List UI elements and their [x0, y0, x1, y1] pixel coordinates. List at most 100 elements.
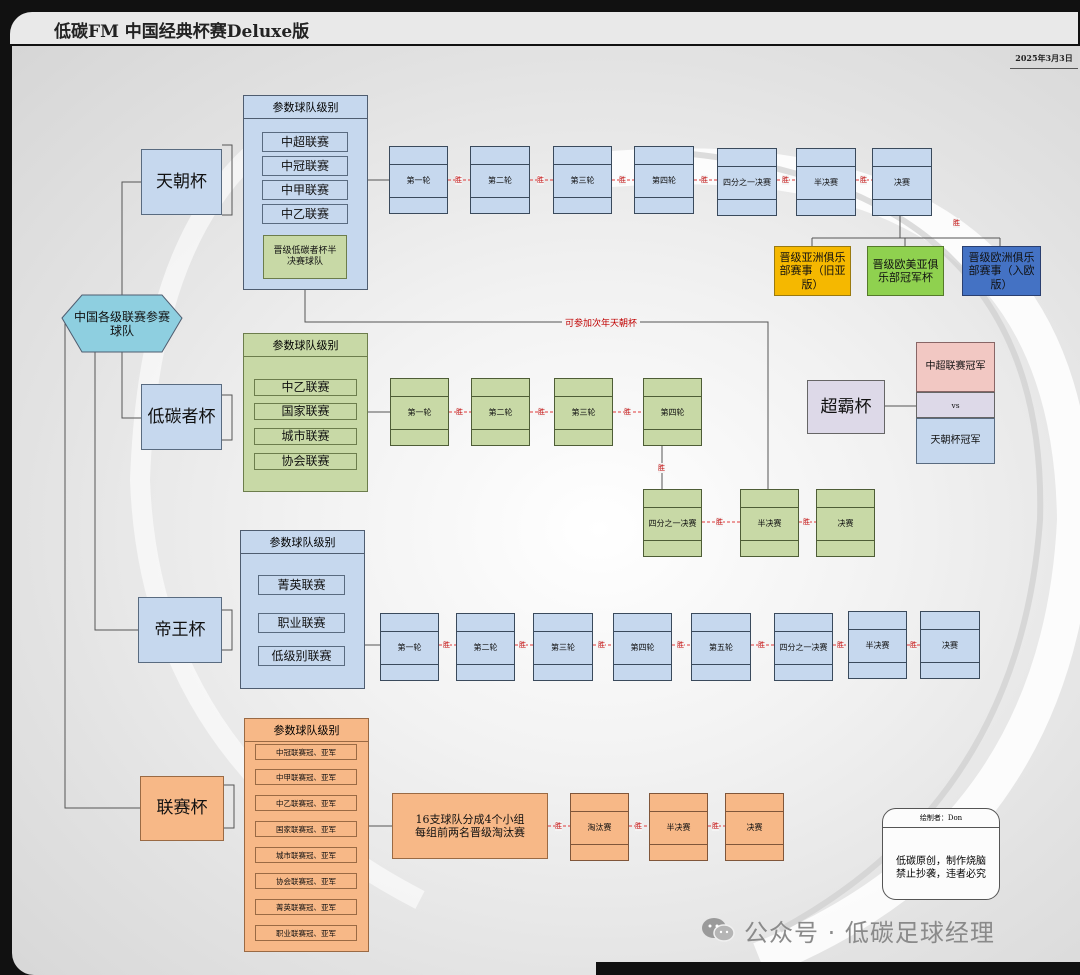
ditan-round-final[interactable]: 决赛: [816, 489, 875, 557]
signature-author: 绘制者：Don: [883, 809, 999, 828]
win-label: 胜: [677, 640, 684, 650]
win-label: 胜: [837, 640, 844, 650]
liansai-tier-2: 中甲联赛冠、亚军: [255, 769, 357, 785]
diwang-tier-2: 职业联赛: [258, 613, 345, 633]
tianchao-round-3[interactable]: 第三轮: [553, 146, 612, 214]
tianchao-round-qf[interactable]: 四分之一决赛: [717, 148, 777, 216]
liansai-group-stage-box[interactable]: 16支球队分成4个小组每组前两名晋级淘汰赛: [392, 793, 548, 859]
win-label: 胜: [456, 407, 463, 417]
diwang-tier-3: 低级别联赛: [258, 646, 345, 666]
win-label: 胜: [803, 517, 810, 527]
root-to-tianchao-line: [121, 181, 141, 300]
ditan-tier-1: 中乙联赛: [254, 379, 357, 396]
win-label: 胜: [716, 517, 723, 527]
liansai-tier-1: 中冠联赛冠、亚军: [255, 744, 357, 760]
root-to-liansai-line: [64, 318, 140, 809]
ditan-round-3[interactable]: 第三轮: [554, 378, 613, 446]
liansai-round-knockout[interactable]: 淘汰赛: [570, 793, 629, 861]
diwang-round-3[interactable]: 第三轮: [533, 613, 593, 681]
ditan-bracket: [222, 394, 233, 441]
tianchao-round-2[interactable]: 第二轮: [470, 146, 530, 214]
signature-line-1: 低碳原创，制作烧脑: [896, 856, 986, 867]
chaoba-bottom-box: 天朝杯冠军: [916, 418, 995, 464]
diwang-round-5[interactable]: 第五轮: [691, 613, 751, 681]
ditan-round-qf[interactable]: 四分之一决赛: [643, 489, 702, 557]
wechat-icon: [702, 918, 735, 942]
win-label: 胜: [538, 407, 545, 417]
ditan-tier-4: 协会联赛: [254, 453, 357, 470]
win-label: 胜: [598, 640, 605, 650]
diwang-round-2[interactable]: 第二轮: [456, 613, 515, 681]
diwang-cup-box[interactable]: 帝王杯: [138, 597, 222, 663]
win-label: 胜: [953, 218, 960, 228]
tianchao-panel-header: 参数球队级别: [244, 96, 367, 119]
win-label: 胜: [519, 640, 526, 650]
date-label: 2025年3月3日: [1010, 48, 1078, 69]
diwang-round-final[interactable]: 决赛: [920, 611, 980, 679]
signature-line-2: 禁止抄袭，违者必究: [896, 869, 986, 880]
diwang-round-1[interactable]: 第一轮: [380, 613, 439, 681]
tianchao-tier-3: 中甲联赛: [262, 180, 348, 200]
ditan-tier-2: 国家联赛: [254, 403, 357, 420]
ditan-round-2[interactable]: 第二轮: [471, 378, 530, 446]
signature-box: 绘制者：Don 低碳原创，制作烧脑 禁止抄袭，违者必究: [882, 808, 1000, 900]
chaoba-top-box: 中超联赛冠军: [916, 342, 995, 392]
title-bar: 低碳FM 中国经典杯赛Deluxe版: [10, 12, 1078, 44]
root-to-ditan-line: [121, 345, 141, 419]
tianchao-tier-2: 中冠联赛: [262, 156, 348, 176]
ditan-link-note: 可参加次年天朝杯: [562, 316, 641, 329]
liansai-tier-8: 职业联赛冠、亚军: [255, 925, 357, 941]
ditan-tier-3: 城市联赛: [254, 428, 357, 445]
liansai-tier-4: 国家联赛冠、亚军: [255, 821, 357, 837]
liansai-tier-6: 协会联赛冠、亚军: [255, 873, 357, 889]
liansai-bracket: [224, 784, 235, 829]
diwang-round-qf[interactable]: 四分之一决赛: [774, 613, 833, 681]
win-label: 胜: [555, 821, 562, 831]
page-title: 低碳FM 中国经典杯赛Deluxe版: [54, 22, 310, 42]
ditan-round-4[interactable]: 第四轮: [643, 378, 702, 446]
win-label: 胜: [635, 821, 642, 831]
win-label: 胜: [701, 175, 708, 185]
root-to-diwang-line: [94, 318, 138, 631]
root-label: 中国各级联赛参赛球队: [73, 309, 170, 338]
bottom-bar: [596, 962, 1080, 975]
tianchao-tier-1: 中超联赛: [262, 132, 348, 152]
outcome-asia-box: 晋级亚洲俱乐部赛事（旧亚版）: [774, 246, 851, 296]
liansai-round-final[interactable]: 决赛: [725, 793, 784, 861]
tianchao-qualifier-box: 晋级低碳者杯半决赛球队: [263, 235, 347, 279]
diwang-tier-1: 菁英联赛: [258, 575, 345, 595]
liansai-panel-header: 参数球队级别: [245, 719, 368, 742]
ditan-cup-box[interactable]: 低碳者杯: [141, 384, 222, 450]
win-label: 胜: [624, 407, 631, 417]
win-label: 胜: [537, 175, 544, 185]
outcome-euro-america-asia-box: 晋级欧美亚俱乐部冠军杯: [867, 246, 944, 296]
diwang-round-sf[interactable]: 半决赛: [848, 611, 907, 679]
win-label: 胜: [658, 463, 665, 473]
watermark-text: 公众号 · 低碳足球经理: [744, 919, 995, 947]
win-label: 胜: [860, 175, 867, 185]
liansai-round-sf[interactable]: 半决赛: [649, 793, 708, 861]
tianchao-bracket: [222, 144, 233, 216]
tianchao-round-4[interactable]: 第四轮: [634, 146, 694, 214]
ditan-panel-header: 参数球队级别: [244, 334, 367, 357]
tianchao-round-1[interactable]: 第一轮: [389, 146, 448, 214]
ditan-link-line: [304, 290, 769, 490]
ditan-round-sf[interactable]: 半决赛: [740, 489, 799, 557]
win-label: 胜: [455, 175, 462, 185]
liansai-cup-box[interactable]: 联赛杯: [140, 776, 224, 841]
tianchao-cup-box[interactable]: 天朝杯: [141, 149, 222, 215]
tianchao-round-final[interactable]: 决赛: [872, 148, 932, 216]
ditan-round-1[interactable]: 第一轮: [390, 378, 449, 446]
diwang-round-4[interactable]: 第四轮: [613, 613, 672, 681]
liansai-tier-3: 中乙联赛冠、亚军: [255, 795, 357, 811]
diwang-bracket: [222, 609, 233, 651]
chaoba-cup-box[interactable]: 超霸杯: [807, 380, 885, 434]
liansai-tier-7: 菁英联赛冠、亚军: [255, 899, 357, 915]
tianchao-round-sf[interactable]: 半决赛: [796, 148, 856, 216]
diwang-panel-header: 参数球队级别: [241, 531, 364, 554]
win-label: 胜: [712, 821, 719, 831]
root-hexagon: [61, 294, 183, 353]
tianchao-tier-4: 中乙联赛: [262, 204, 348, 224]
win-label: 胜: [782, 175, 789, 185]
